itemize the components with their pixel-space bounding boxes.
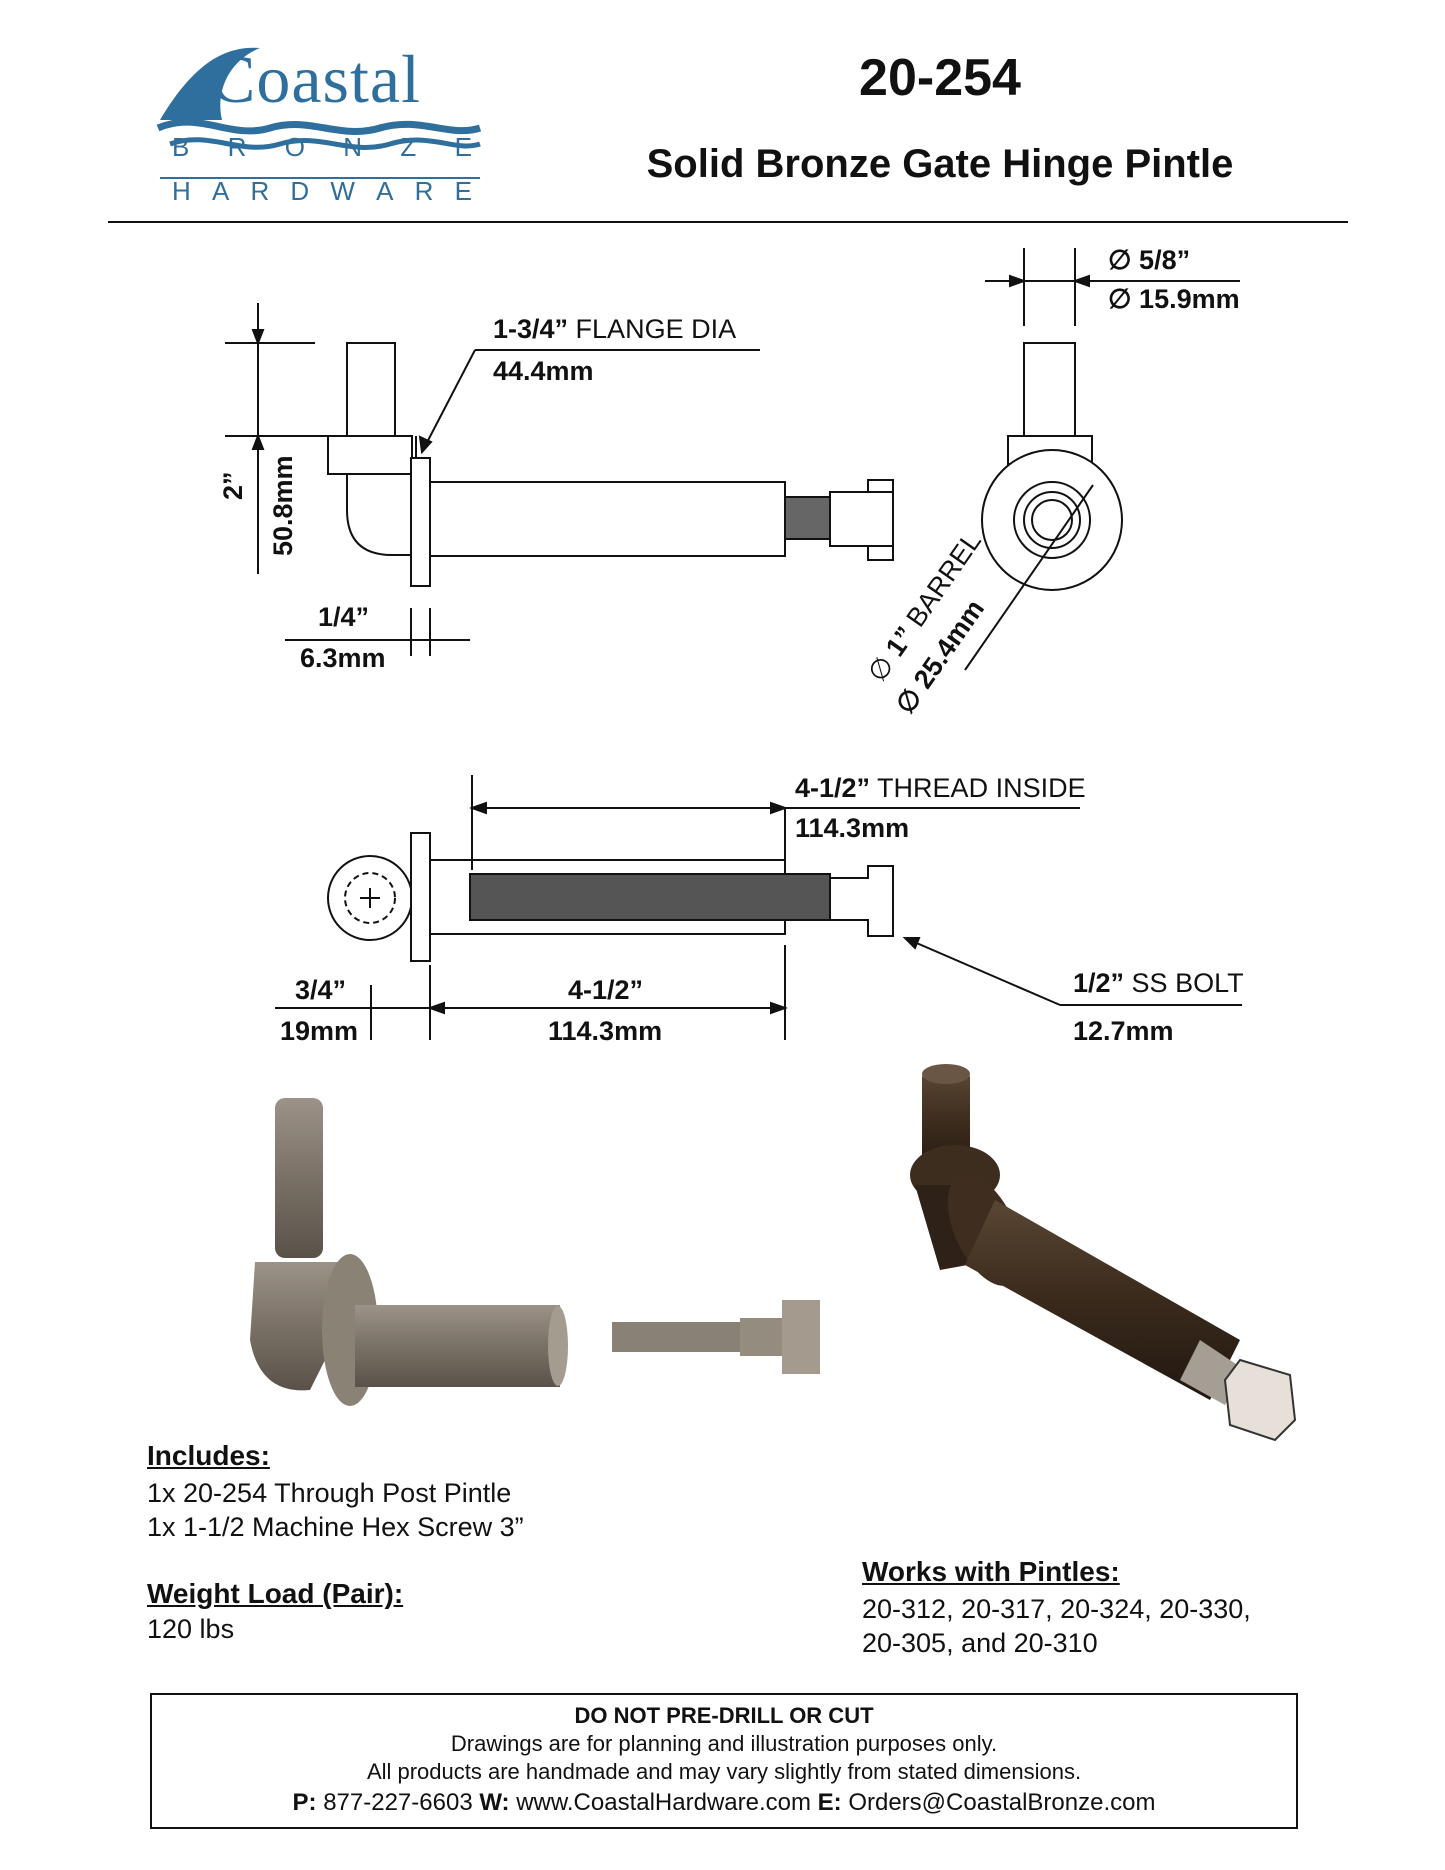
length-mm: 114.3mm <box>548 1016 663 1046</box>
bolt-label: 1/2” SS BOLT <box>1073 968 1244 998</box>
thread-label: 4-1/2” THREAD INSIDE <box>795 773 1086 803</box>
bolt-mm: 12.7mm <box>1073 1016 1174 1046</box>
works-with-line: 20-305, and 20-310 <box>862 1628 1098 1658</box>
pintle-photo <box>250 1098 568 1406</box>
pin-dia-in: ∅ 5/8” <box>1108 245 1191 275</box>
footer-contact: P: 877-227-6603 W: www.CoastalHardware.c… <box>292 1789 1156 1816</box>
technical-drawing <box>225 248 1242 1040</box>
includes-item: 1x 1-1/2 Machine Hex Screw 3” <box>147 1512 524 1542</box>
height-in: 2” <box>218 471 248 500</box>
flange-thick-in: 1/4” <box>318 602 370 632</box>
includes-heading: Includes: <box>147 1440 270 1471</box>
flange-dia-mm: 44.4mm <box>493 356 594 386</box>
logo-wordmark: Coastal <box>210 41 421 117</box>
header-divider <box>108 221 1348 223</box>
bolt-photo <box>612 1300 820 1374</box>
thread-mm: 114.3mm <box>795 813 910 843</box>
offset-in: 3/4” <box>295 975 347 1005</box>
includes-item: 1x 20-254 Through Post Pintle <box>147 1478 512 1508</box>
flange-dia-label: 1-3/4” FLANGE DIA <box>493 314 737 344</box>
logo-wave-icon <box>156 47 482 179</box>
website-link[interactable]: www.CoastalHardware.com <box>509 1789 818 1816</box>
phone-number: 877-227-6603 <box>316 1789 480 1816</box>
length-in: 4-1/2” <box>568 975 644 1005</box>
height-mm: 50.8mm <box>268 455 298 556</box>
footer-box: DO NOT PRE-DRILL OR CUT Drawings are for… <box>150 1693 1298 1829</box>
part-number: 20-254 <box>859 49 1021 107</box>
works-with-line: 20-312, 20-317, 20-324, 20-330, <box>862 1594 1251 1624</box>
flange-thick-mm: 6.3mm <box>300 643 386 673</box>
footer-note: All products are handmade and may vary s… <box>366 1759 1082 1784</box>
offset-mm: 19mm <box>280 1016 359 1046</box>
works-with-heading: Works with Pintles: <box>862 1556 1120 1587</box>
email-link[interactable]: Orders@CoastalBronze.com <box>841 1789 1156 1816</box>
pin-dia-mm: ∅ 15.9mm <box>1108 284 1240 314</box>
weight-value: 120 lbs <box>147 1614 235 1644</box>
footer-note: Drawings are for planning and illustrati… <box>450 1731 998 1756</box>
weight-heading: Weight Load (Pair): <box>147 1578 404 1609</box>
footer-warning: DO NOT PRE-DRILL OR CUT <box>574 1703 874 1728</box>
page-title: Solid Bronze Gate Hinge Pintle <box>646 142 1234 186</box>
pintle-render <box>910 1064 1297 1442</box>
